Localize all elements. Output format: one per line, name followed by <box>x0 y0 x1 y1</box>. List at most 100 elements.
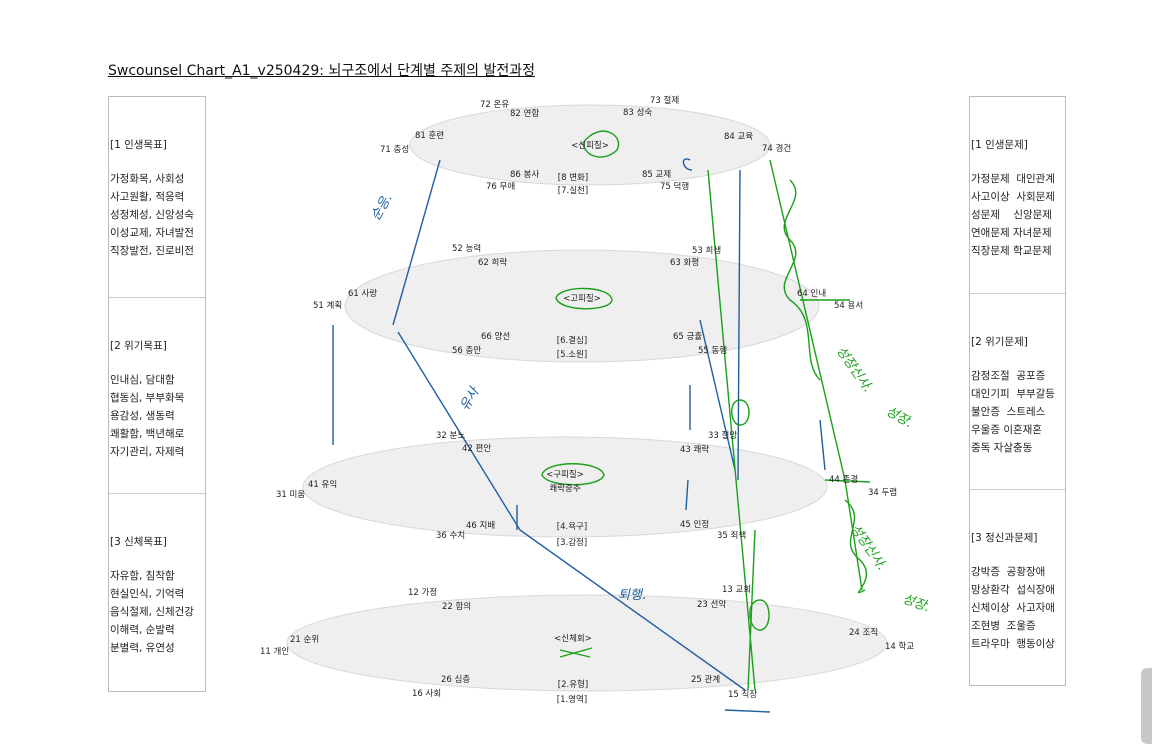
level-center-label: <구피질> <box>546 470 584 480</box>
level-topic-label: 73 절제 <box>650 96 680 106</box>
level-center-label: <고피질> <box>563 294 601 304</box>
scrollbar[interactable] <box>1141 668 1152 744</box>
level-sub-label: 쾌락중추 <box>549 484 581 494</box>
level-topic-label: 24 조직 <box>849 628 879 638</box>
section-item: 불안증 스트레스 <box>971 406 1046 418</box>
level-center-label: <신피질> <box>571 141 609 151</box>
stage-label: [4.욕구] <box>556 522 588 532</box>
section-item: 용감성, 생동력 <box>110 410 175 422</box>
level-topic-label: 65 긍휼 <box>673 332 703 342</box>
section-item: 자유함, 침착함 <box>110 570 175 582</box>
handwritten-ink-stroke <box>685 479 689 511</box>
brain-level-ellipse <box>286 594 888 692</box>
handwritten-ink-stroke <box>555 287 613 310</box>
section-item: 조현병 조울증 <box>971 620 1036 632</box>
level-topic-label: 61 사랑 <box>348 289 378 299</box>
level-topic-label: 21 순위 <box>290 635 320 645</box>
section-item: 가정화목, 사회성 <box>110 173 185 185</box>
section-item: 이성교제, 자녀발전 <box>110 227 194 239</box>
section-item: 직장문제 학교문제 <box>971 245 1052 257</box>
stage-label: [5.소원] <box>556 350 588 360</box>
section-item: 쾌활함, 백년해로 <box>110 428 185 440</box>
section-item: 강박증 공황장애 <box>971 566 1046 578</box>
handwritten-ink-stroke <box>737 169 741 481</box>
section-item: 성문제 신앙문제 <box>971 209 1052 221</box>
level-topic-label: 13 교회 <box>722 585 752 595</box>
level-topic-label: 74 경건 <box>762 144 792 154</box>
section-item: 자기관리, 자제력 <box>110 446 185 458</box>
handwritten-ink-stroke <box>819 419 826 471</box>
handwritten-ink-stroke <box>844 499 867 594</box>
section-item: 이해력, 순발력 <box>110 624 175 636</box>
brain-level-ellipse <box>409 104 771 186</box>
handwritten-annotation: 퇴행. <box>618 588 647 603</box>
level-topic-label: 83 성숙 <box>623 108 653 118</box>
section-heading: [1 인생목표] <box>110 139 167 151</box>
section-heading: [2 위기목표] <box>110 340 167 352</box>
section-item: 망상환각 섭식장애 <box>971 584 1055 596</box>
stage-label: [8 변화] <box>557 173 589 183</box>
handwritten-ink-stroke <box>682 158 693 171</box>
handwritten-ink-stroke <box>559 647 593 658</box>
handwritten-ink-stroke <box>582 130 620 158</box>
section-heading: [1 인생문제] <box>971 139 1028 151</box>
level-topic-label: 42 편안 <box>462 444 492 454</box>
handwritten-ink-stroke <box>747 529 756 691</box>
level-topic-label: 52 능력 <box>452 244 482 254</box>
handwritten-ink-stroke <box>707 169 756 691</box>
level-topic-label: 44 존경 <box>829 475 859 485</box>
level-topic-label: 31 미움 <box>276 490 306 500</box>
level-topic-label: 23 선악 <box>697 600 727 610</box>
level-topic-label: 63 화평 <box>670 258 700 268</box>
level-topic-label: 85 교제 <box>642 170 672 180</box>
level-topic-label: 35 죄책 <box>717 531 747 541</box>
brain-level-ellipse <box>302 436 828 538</box>
section-item: 연애문제 자녀문제 <box>971 227 1052 239</box>
section-heading: [3 정신과문제] <box>971 532 1038 544</box>
section-item: 인내심, 담대함 <box>110 374 175 386</box>
stage-label: [7.실천] <box>557 186 589 196</box>
section-heading: [2 위기문제] <box>971 336 1028 348</box>
level-topic-label: 75 덕행 <box>660 182 690 192</box>
level-topic-label: 76 무애 <box>486 182 516 192</box>
level-topic-label: 71 충성 <box>380 145 410 155</box>
section-item: 직장발전, 진로비전 <box>110 245 194 257</box>
page-title: Swcounsel Chart_A1_v250429: 뇌구조에서 단계별 주제… <box>108 63 535 79</box>
handwritten-ink-stroke <box>769 159 863 591</box>
handwritten-ink-stroke <box>392 159 441 326</box>
level-topic-label: 84 교육 <box>724 132 754 142</box>
level-topic-label: 36 수치 <box>436 531 466 541</box>
section-item: 감정조절 공포증 <box>971 370 1046 382</box>
level-topic-label: 22 합의 <box>442 602 472 612</box>
level-topic-label: 32 분노 <box>436 431 466 441</box>
level-topic-label: 11 개인 <box>260 647 290 657</box>
handwritten-ink-stroke <box>749 599 770 631</box>
handwritten-ink-stroke <box>731 399 750 426</box>
level-topic-label: 56 충만 <box>452 346 482 356</box>
level-topic-label: 82 연합 <box>510 109 540 119</box>
level-topic-label: 12 가정 <box>408 588 438 598</box>
section-item: 신체이상 사고자애 <box>971 602 1055 614</box>
level-topic-label: 14 학교 <box>885 642 915 652</box>
handwritten-ink-stroke <box>783 179 821 381</box>
section-item: 성정체성, 신앙성숙 <box>110 209 194 221</box>
section-item: 협동심, 부부화목 <box>110 392 185 404</box>
handwritten-ink-stroke <box>541 463 605 486</box>
section-item: 현실인식, 기억력 <box>110 588 185 600</box>
level-topic-label: 34 두렴 <box>868 488 898 498</box>
section-item: 트라우마 행동이상 <box>971 638 1055 650</box>
level-topic-label: 64 인내 <box>797 289 827 299</box>
section-item: 대인기피 부부갈등 <box>971 388 1055 400</box>
